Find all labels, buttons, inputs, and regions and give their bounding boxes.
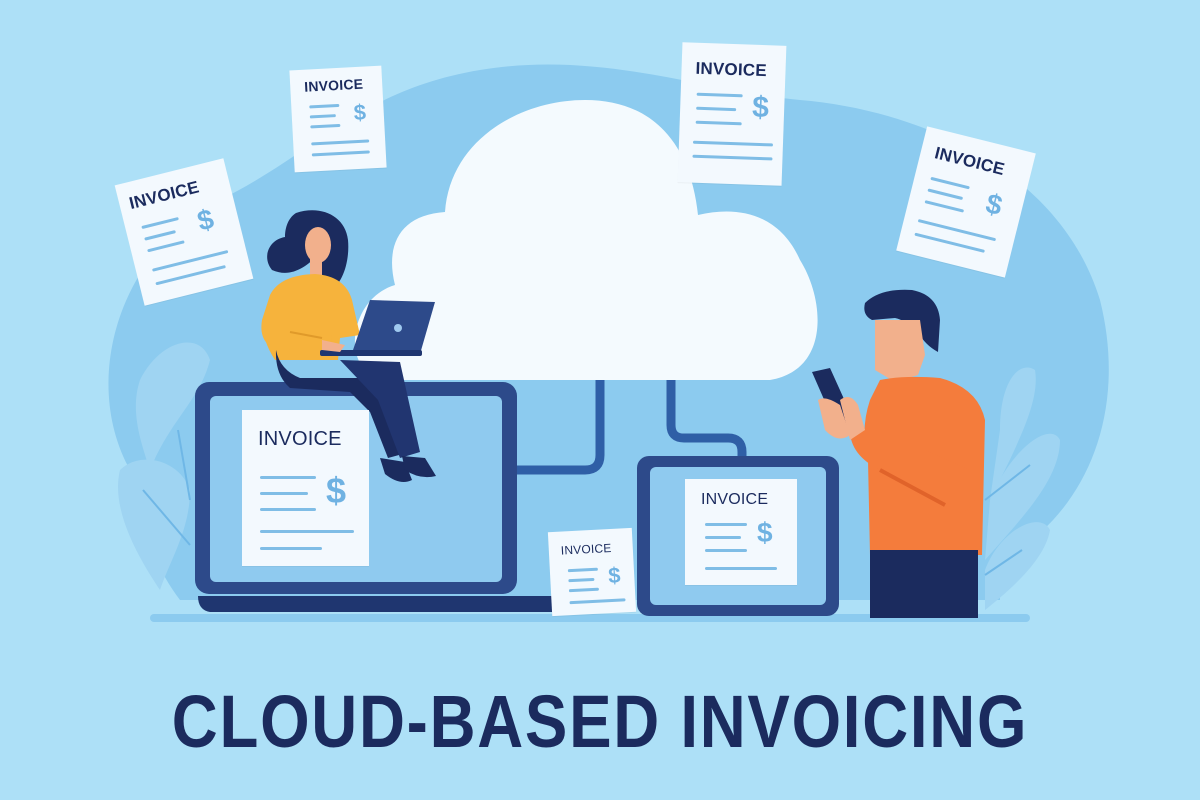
headline-title: CLOUD-BASED INVOICING: [171, 680, 1029, 763]
invoice-line: [311, 150, 370, 157]
invoice-line: [695, 120, 742, 126]
invoice-line: [705, 567, 777, 570]
dollar-icon: $: [982, 187, 1006, 222]
invoice-title: INVOICE: [560, 540, 612, 558]
dollar-icon: $: [607, 562, 622, 589]
invoice-title: INVOICE: [303, 75, 364, 95]
invoice-line: [569, 598, 626, 605]
invoice-line: [924, 200, 965, 213]
invoice-title: INVOICE: [258, 428, 342, 450]
invoice-line: [705, 536, 741, 539]
invoice-line: [310, 123, 341, 129]
invoice-line: [260, 476, 316, 479]
dollar-icon: $: [757, 517, 773, 548]
invoice-line: [141, 216, 179, 230]
invoice-line: [311, 139, 370, 146]
invoice-title: INVOICE: [695, 58, 768, 81]
invoice-card-floating-top-left: INVOICE $: [289, 65, 387, 173]
invoice-line: [260, 508, 316, 511]
connector-pipe-right: [666, 380, 747, 458]
dollar-icon: $: [326, 470, 347, 511]
invoice-title: INVOICE: [127, 177, 202, 214]
invoice-line: [309, 103, 340, 109]
man-figure: [812, 289, 985, 618]
dollar-icon: $: [194, 203, 217, 237]
invoice-line: [567, 567, 598, 573]
invoice-card-desk-paper: INVOICE $: [547, 527, 637, 617]
invoice-line: [260, 547, 322, 550]
leaf-decoration-left: [118, 342, 210, 590]
invoice-line: [930, 176, 970, 190]
leaf-decoration-right: [985, 367, 1060, 610]
invoice-line: [260, 492, 308, 495]
invoice-line: [147, 240, 185, 253]
invoice-line: [692, 140, 773, 147]
dollar-icon: $: [751, 90, 770, 125]
invoice-title: INVOICE: [701, 491, 769, 508]
woman-figure: [261, 210, 436, 482]
invoice-line: [696, 92, 743, 98]
invoice-line: [696, 106, 737, 112]
cloud-icon: [354, 100, 818, 380]
invoice-line: [568, 577, 595, 583]
dollar-icon: $: [353, 99, 367, 126]
connector-pipe-left: [515, 380, 605, 475]
invoice-line: [705, 549, 747, 552]
invoice-line: [260, 530, 354, 533]
invoice-card-laptop-screen: INVOICE $: [242, 410, 369, 566]
invoice-line: [568, 587, 599, 593]
invoice-card-tablet-screen: INVOICE $: [685, 479, 797, 585]
invoice-line: [705, 523, 747, 526]
invoice-line: [927, 188, 964, 201]
invoice-card-floating-top-right: INVOICE $: [677, 42, 787, 186]
invoice-line: [309, 114, 336, 119]
invoice-line: [144, 230, 176, 241]
invoice-line: [692, 154, 773, 161]
invoice-title: INVOICE: [932, 143, 1007, 180]
